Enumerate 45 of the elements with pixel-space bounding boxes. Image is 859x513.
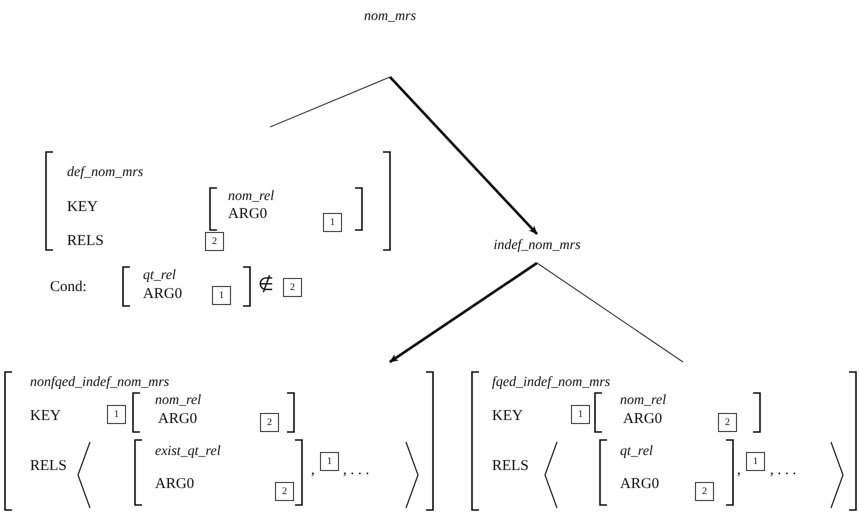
tag-box: 2 bbox=[275, 482, 294, 501]
tag-box: 2 bbox=[205, 232, 224, 251]
arrow bbox=[389, 262, 538, 364]
condition-label: Cond: bbox=[50, 279, 87, 296]
list-separator: , . . . bbox=[770, 462, 796, 479]
feature-name: ARG0 bbox=[623, 411, 662, 428]
list-separator: , bbox=[311, 462, 315, 479]
type-name: nom_rel bbox=[228, 188, 274, 205]
type-name: nom_rel bbox=[155, 392, 202, 409]
type-name: fqed_indef_nom_mrs bbox=[492, 374, 610, 391]
arrow bbox=[389, 76, 538, 235]
feature-name: ARG0 bbox=[228, 206, 268, 223]
feature-name: KEY bbox=[492, 408, 523, 425]
list-separator: , . . . bbox=[343, 462, 370, 479]
feature-name: KEY bbox=[67, 199, 98, 216]
tag-box: 2 bbox=[283, 278, 302, 297]
feature-name: ARG0 bbox=[158, 411, 198, 428]
feature-name: ARG0 bbox=[143, 286, 182, 303]
type-name: nonfqed_indef_nom_mrs bbox=[30, 374, 170, 391]
tag-box: 1 bbox=[320, 452, 339, 471]
feature-name: RELS bbox=[67, 233, 104, 250]
feature-name: ARG0 bbox=[620, 476, 660, 493]
feature-name: KEY bbox=[30, 408, 61, 425]
type-name: qt_rel bbox=[620, 443, 653, 460]
tag-box: 1 bbox=[107, 405, 126, 424]
type-name: indef_nom_mrs bbox=[493, 237, 581, 254]
feature-name: RELS bbox=[30, 458, 67, 475]
tag-box: 1 bbox=[323, 213, 342, 232]
list-separator: , bbox=[737, 462, 741, 479]
tag-box: 2 bbox=[695, 482, 714, 501]
type-name: exist_qt_rel bbox=[155, 443, 221, 460]
tag-box: 1 bbox=[212, 286, 231, 305]
feature-name: ARG0 bbox=[155, 476, 194, 493]
tag-box: 1 bbox=[746, 452, 765, 471]
type-name: qt_rel bbox=[143, 267, 176, 284]
tree-line bbox=[270, 76, 390, 128]
tree-line bbox=[536, 262, 684, 362]
feature-name: RELS bbox=[492, 458, 529, 475]
type-name: nom_mrs bbox=[364, 8, 416, 25]
type-name: def_nom_mrs bbox=[67, 164, 144, 181]
relation-symbol: ∉ bbox=[258, 276, 274, 293]
type-name: nom_rel bbox=[620, 392, 666, 409]
tag-box: 2 bbox=[718, 413, 737, 432]
tag-box: 1 bbox=[571, 405, 590, 424]
tag-box: 2 bbox=[260, 413, 279, 432]
